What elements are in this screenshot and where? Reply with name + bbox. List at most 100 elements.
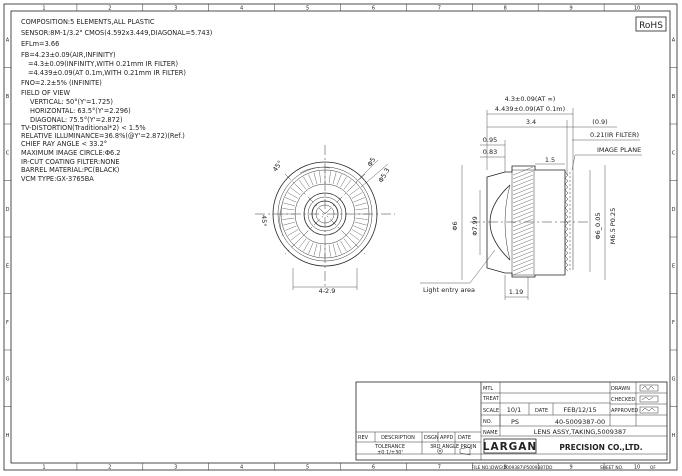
company-logo: LARGAN: [483, 441, 537, 453]
front-angle-top: 45°: [271, 159, 284, 173]
spec-line: FB=4.23±0.09(AIR,INFINITY): [21, 51, 116, 59]
tb-approved: APPROVED: [611, 408, 638, 414]
dim-1-5: 1.5: [545, 156, 555, 164]
border-row-label: B: [6, 94, 10, 100]
border-col-label: 6: [372, 6, 375, 12]
tb-drawn: DRAWN: [611, 386, 630, 392]
border-ticks: [4, 4, 677, 470]
spec-line: HORIZONTAL: 63.5°(Y'=2.296): [30, 107, 131, 115]
border-row-label: G: [672, 376, 676, 382]
spec-line: MAXIMUM IMAGE CIRCLE:Φ6.2: [21, 149, 121, 157]
border-row-label: E: [672, 263, 675, 269]
border-row-label: D: [672, 207, 676, 213]
border-col-label: 4: [240, 6, 243, 12]
tb-no-label: NO.: [483, 419, 492, 425]
dim-1-19: 1.19: [509, 288, 523, 296]
front-bottom-dim: 4-2.9: [319, 287, 336, 295]
tb-rev: REV: [358, 435, 369, 441]
tb-tolerance-value: ±0.1/±30': [377, 450, 403, 456]
tb-scale: SCALE: [483, 408, 499, 414]
border-row-label: F: [672, 320, 675, 326]
dim-ir-filter: 0.21(IR FILTER): [590, 131, 639, 139]
signature-marks: [639, 384, 659, 414]
spec-line: FNO=2.2±5% (INFINITE): [21, 79, 102, 87]
spec-notes: COMPOSITION:5 ELEMENTS,ALL PLASTIC SENSO…: [20, 18, 212, 183]
tb-name-value: LENS ASSY,TAKING,5009387: [534, 428, 627, 436]
dim-phi6: Φ6: [451, 221, 459, 230]
tb-date-label: DATE: [535, 408, 548, 414]
border-row-label: F: [6, 320, 9, 326]
tb-treat: TREAT: [482, 396, 500, 402]
tb-of: OF: [650, 465, 656, 471]
spec-line: EFLm=3.66: [21, 40, 59, 48]
dim-thread: M6.5 P0.25: [609, 208, 617, 244]
spec-line: RELATIVE ILLUMINANCE=36.8%(@Y'=2.872)(Re…: [21, 132, 185, 140]
border-col-label: 7: [438, 6, 441, 12]
border-col-label: 2: [108, 6, 111, 12]
tb-date-value: FEB/12/15: [563, 406, 596, 414]
dim-phi7-99: Φ7.99: [471, 216, 479, 236]
front-angle-left: 45°: [260, 215, 268, 227]
dim-3-4: 3.4: [526, 118, 536, 126]
border-col-label: 3: [174, 465, 177, 471]
dim-fb-near: 4.439±0.09(AT 0.1m): [495, 105, 565, 113]
border-col-label: 5: [306, 6, 309, 12]
spec-line: VERTICAL: 50°(Y'=1.725): [30, 98, 113, 106]
spec-line: SENSOR:8M-1/3.2" CMOS(4.592x3.449,DIAGON…: [21, 29, 212, 37]
spec-line: =4.3±0.09(INFINITY,WITH 0.21mm IR FILTER…: [28, 60, 178, 68]
section-view: 4.3±0.09(AT ∞) 4.439±0.09(AT 0.1m) 3.4 (…: [420, 95, 642, 300]
rohs-label: RoHS: [639, 21, 663, 31]
spec-line: VCM TYPE:GX-3765BA: [21, 175, 94, 183]
border-col-label: 6: [372, 465, 375, 471]
border-col-label: 10: [634, 465, 640, 471]
tb-name-label: NAME: [483, 430, 498, 436]
border-col-label: 1: [42, 6, 45, 12]
border-col-label: 3: [174, 6, 177, 12]
border-col-label: 2: [108, 465, 111, 471]
dim-image-plane: IMAGE PLANE: [597, 146, 641, 154]
border-col-label: 7: [438, 465, 441, 471]
border-col-label: 9: [570, 465, 573, 471]
border-row-label: C: [672, 150, 676, 156]
border-col-label: 9: [570, 6, 573, 12]
tb-checked: CHECKED: [611, 397, 635, 403]
border-col-label: 8: [504, 6, 507, 12]
border-col-label: 8: [504, 465, 507, 471]
border-row-label: E: [6, 263, 9, 269]
front-dia-small: Φ5: [366, 156, 378, 168]
tb-scale-value: 10/1: [507, 406, 522, 414]
border-row-label: D: [6, 207, 10, 213]
border-row-label: A: [672, 37, 676, 43]
tb-drawing-no: 40-5009387-00: [555, 418, 605, 426]
border-row-label: H: [672, 433, 676, 439]
border-row-label: B: [672, 94, 676, 100]
border-col-label: 1: [42, 465, 45, 471]
tb-no-value: PS: [511, 418, 519, 426]
rohs-mark: RoHS: [635, 16, 667, 32]
title-block: MTL TREAT SCALE 10/1 DATE FEB/12/15 NO. …: [355, 381, 668, 471]
tb-appd: APPD: [440, 435, 453, 441]
border-row-label: A: [6, 37, 10, 43]
spec-line: =4.439±0.09(AT 0.1m,WITH 0.21mm IR FILTE…: [28, 69, 186, 77]
dim-0-83: 0.83: [483, 148, 497, 156]
border-row-label: C: [6, 150, 10, 156]
dim-fb-infinity: 4.3±0.09(AT ∞): [505, 95, 556, 103]
border-row-label: G: [6, 376, 10, 382]
company-name: PRECISION CO.,LTD.: [559, 443, 642, 452]
projection-symbol: [437, 446, 471, 456]
front-dia-large: Φ5.3: [377, 167, 392, 184]
tb-mtl: MTL: [483, 386, 493, 392]
tb-angle-projn: 3RD ANGLE PROJN: [430, 444, 477, 450]
border-col-label: 5: [306, 465, 309, 471]
dim-0-95: 0.95: [483, 136, 497, 144]
tb-sheet-no: SHEET NO.: [600, 465, 623, 471]
tb-tolerance: TOLERANCE: [374, 444, 405, 450]
spec-line: IR-CUT COATING FILTER:NONE: [21, 158, 120, 166]
light-entry-label: Light entry area: [423, 286, 475, 294]
spec-line: CHIEF RAY ANGLE < 33.2°: [21, 140, 107, 148]
tb-dsgn: DSGN: [424, 435, 439, 441]
border-col-label: 10: [634, 6, 640, 12]
tb-file-no: FILE NO.\DWG\5009387\P5009387DO: [472, 465, 553, 471]
border-col-label: 4: [240, 465, 243, 471]
